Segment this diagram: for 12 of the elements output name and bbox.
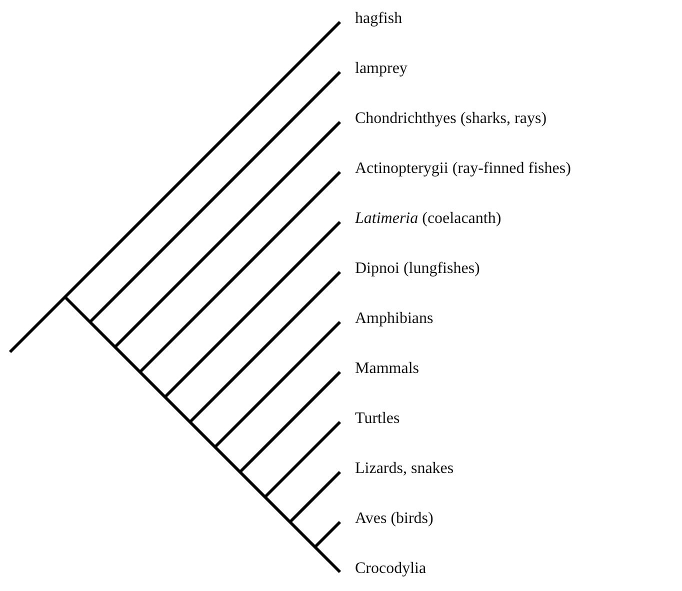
taxon-label: Dipnoi (lungfishes)	[355, 260, 480, 278]
taxon-label: Actinopterygii (ray-finned fishes)	[355, 160, 571, 178]
taxon-label: lamprey	[355, 60, 408, 78]
taxon-label: Turtles	[355, 410, 400, 428]
taxon-label: Mammals	[355, 360, 419, 378]
taxon-label: Aves (birds)	[355, 510, 434, 528]
taxon-label: Lizards, snakes	[355, 460, 454, 478]
taxon-label: Chondrichthyes (sharks, rays)	[355, 110, 547, 128]
taxon-label: Amphibians	[355, 310, 434, 328]
taxon-label: Latimeria (coelacanth)	[355, 210, 502, 228]
taxon-label: Crocodylia	[355, 560, 426, 578]
taxon-label: hagfish	[355, 10, 402, 28]
